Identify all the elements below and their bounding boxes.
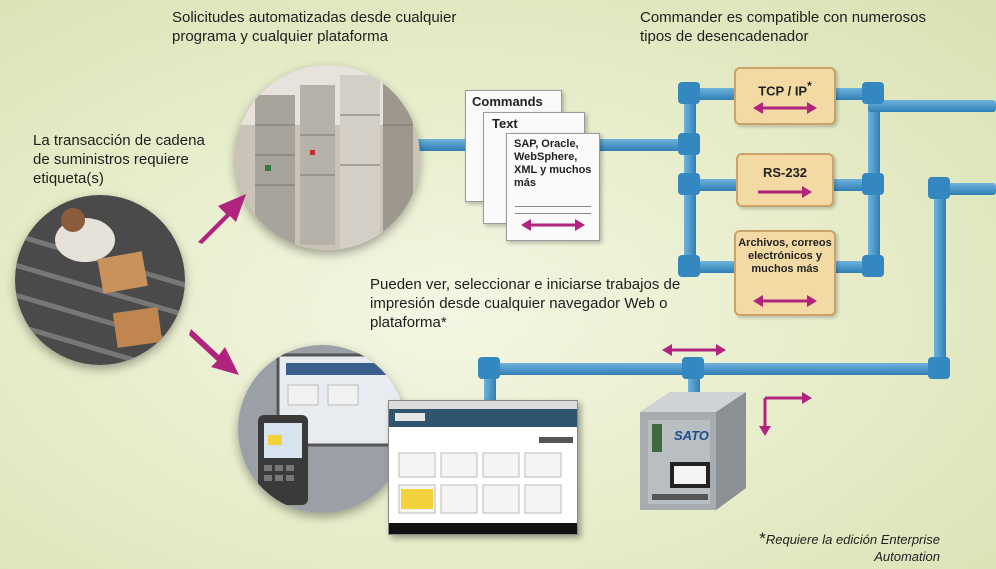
- trigger-tcp-ip-label: TCP / IP: [758, 83, 808, 99]
- bidirectional-arrow-icon: [753, 102, 817, 114]
- bidirectional-arrow-icon: [521, 219, 585, 231]
- caption-trigger-types: Commander es compatible con numerosos ti…: [640, 9, 926, 45]
- trigger-rs232: RS-232: [736, 153, 834, 207]
- document-platforms-text: SAP, Oracle, WebSphere, XML y muchos más: [514, 138, 592, 189]
- footnote-enterprise: *Requiere la edición Enterprise Automati…: [712, 530, 940, 565]
- document-commands-title: Commands: [472, 94, 543, 109]
- footnote-mark: *: [759, 529, 766, 548]
- output-arrow-icon: [759, 392, 812, 436]
- caption-automated-requests: Solicitudes automatizadas desde cualquie…: [172, 9, 457, 45]
- warehouse-worker-photo: [15, 195, 185, 365]
- server-room-photo: [235, 65, 420, 250]
- footnote-text: Requiere la edición Enterprise Automatio…: [765, 532, 940, 564]
- trigger-files-email: Archivos, correos electrónicos y muchos …: [734, 230, 836, 316]
- document-text-title: Text: [492, 116, 518, 131]
- arrow-to-devices-icon: [189, 329, 239, 375]
- printer-brand-logo: SATO: [674, 428, 709, 443]
- trigger-rs232-label: RS-232: [762, 165, 808, 180]
- browser-window-screenshot: [388, 400, 578, 535]
- trigger-tcp-ip-footnote-mark: *: [807, 79, 812, 93]
- trigger-tcp-ip: TCP / IP*: [734, 67, 836, 125]
- label-printer: SATO: [640, 392, 746, 510]
- caption-web-browser: Pueden ver, seleccionar e iniciarse trab…: [370, 276, 681, 331]
- devices-photo: [238, 345, 406, 513]
- bidirectional-arrow-icon: [662, 344, 726, 356]
- bidirectional-arrow-icon: [753, 295, 817, 307]
- arrow-to-server-icon: [198, 194, 246, 244]
- trigger-files-email-label: Archivos, correos electrónicos y muchos …: [738, 237, 832, 275]
- document-platforms: SAP, Oracle, WebSphere, XML y muchos más: [506, 133, 600, 241]
- right-arrow-icon: [758, 186, 812, 198]
- caption-supply-chain: La transacción de cadena de suministros …: [33, 132, 205, 187]
